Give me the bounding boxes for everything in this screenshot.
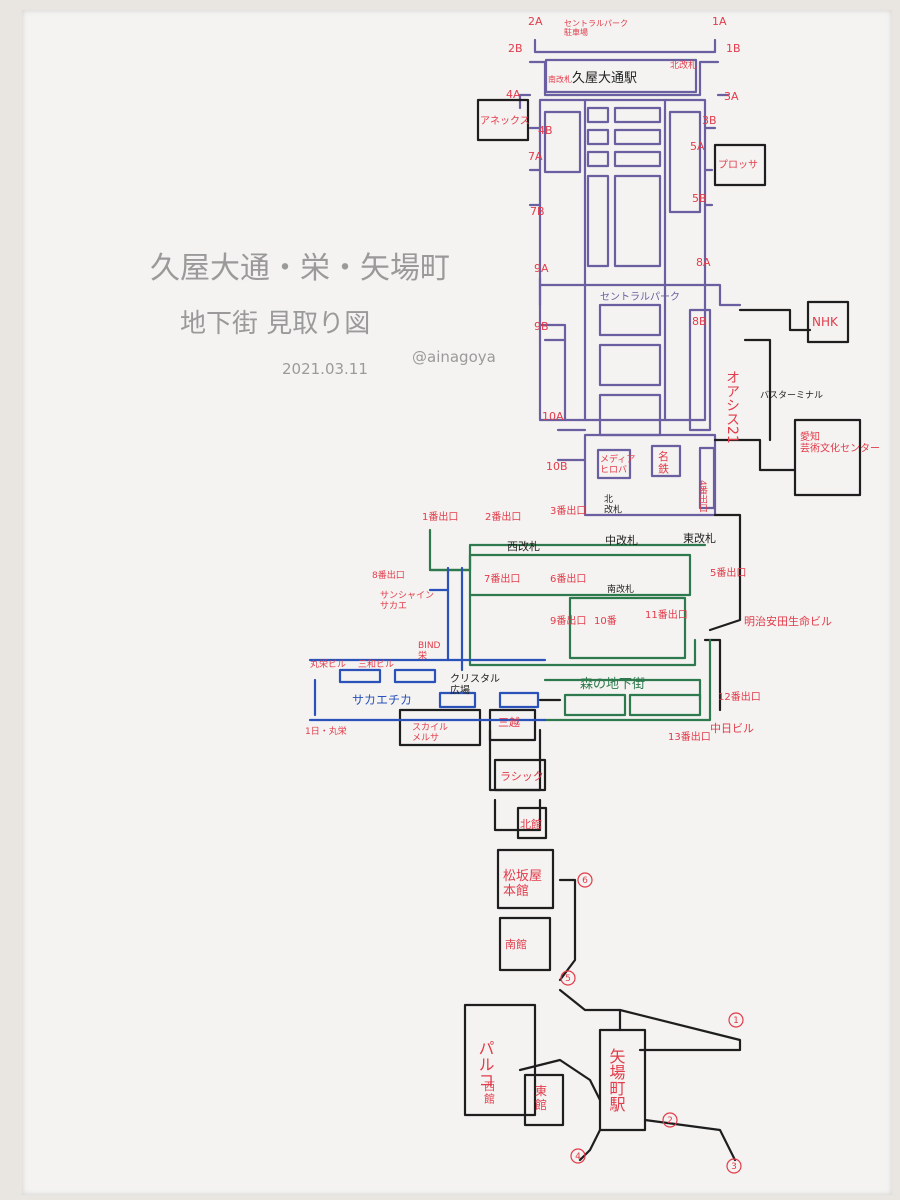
label-marukou: 丸栄ビル	[310, 658, 346, 670]
exit-7a: 8A	[696, 256, 711, 269]
label-hisaya-station: 久屋大通駅	[572, 71, 637, 86]
label-parco-west: 西館	[484, 1080, 495, 1106]
label-exit1: 1番出口	[422, 510, 458, 523]
label-central-park: セントラルパーク	[600, 291, 680, 303]
label-sakaechika: サカエチカ	[352, 693, 412, 707]
label-exit2: 2番出口	[485, 510, 521, 523]
label-annex: アネックス	[480, 115, 530, 127]
label-prossa: プロッサ	[718, 159, 758, 171]
exit-4a: 4A	[506, 88, 521, 101]
label-crystal: クリスタル広場	[450, 673, 500, 697]
label-meiji-yasuda: 明治安田生命ビル	[744, 614, 832, 628]
label-exit12: 12番出口	[718, 690, 761, 703]
map-title: 久屋大通・栄・矢場町	[150, 251, 450, 286]
label-parco: パルコ	[476, 1040, 495, 1088]
label-south-gate: 南改札	[607, 583, 634, 595]
label-mori: 森の地下街	[580, 677, 645, 692]
exit-2a: 2A	[528, 15, 543, 28]
exit-1a: 1A	[712, 15, 727, 28]
exit-num-5: 5	[565, 974, 571, 984]
label-north-gate: 北改札	[604, 494, 622, 515]
label-exit10: 10番	[594, 615, 617, 627]
label-meitetsu: 名鉄	[658, 449, 669, 476]
label-sunshine: サンシャインサカエ	[380, 590, 434, 611]
exit-num-3: 3	[731, 1162, 737, 1172]
label-bus-terminal: バスターミナル	[760, 390, 823, 401]
label-exit8: 8番出口	[372, 569, 405, 581]
exit-circle-2	[662, 1112, 678, 1128]
label-exit3: 3番出口	[550, 504, 586, 517]
place-labels: セントラルパーク駐車場 久屋大通駅 北改札 南改札 アネックス プロッサ セント…	[305, 19, 880, 1112]
exit-num-4: 4	[575, 1152, 581, 1162]
central-park-network	[518, 38, 742, 517]
label-exit-1e: 1日・丸栄	[305, 725, 347, 737]
sakaechika-network	[308, 566, 547, 722]
exit-1b: 1B	[726, 42, 741, 55]
exit-num-1: 1	[733, 1016, 739, 1026]
exit-6a: 7A	[528, 150, 543, 163]
label-exit13: 13番出口	[668, 730, 711, 743]
paper-sheet	[22, 10, 892, 1195]
label-minamikan: 南館	[505, 937, 527, 951]
exit-3b: 3B	[702, 114, 717, 127]
exit-5b: 5B	[692, 192, 707, 205]
label-meitetsu-hiroba: メディアヒロバ	[600, 453, 635, 475]
exit-3a: 3A	[724, 90, 739, 103]
label-exit11: 11番出口	[645, 608, 688, 621]
exit-2b: 2B	[508, 42, 523, 55]
label-lachic: ラシック	[500, 770, 544, 783]
exit-circle-6	[577, 872, 593, 888]
yabacho-exits	[560, 872, 744, 1174]
label-west-gate: 西改札	[507, 539, 540, 553]
exit-4b: 4B	[538, 124, 553, 137]
label-kita-kaisatsu-top: 北改札	[670, 59, 697, 71]
exit-7b: 8B	[692, 315, 707, 328]
exit-num-6: 6	[582, 876, 588, 886]
exit-10b: 10B	[546, 460, 568, 473]
label-aichi-arts: 愛知芸術文化センター	[800, 430, 880, 455]
meitetsu-network	[428, 528, 712, 722]
exit-10a: 10A	[542, 410, 564, 423]
exit-6b: 7B	[530, 205, 545, 218]
title-block: 久屋大通・栄・矢場町 地下街 見取り図 2021.03.11 @ainagoya	[150, 251, 496, 378]
label-nhk: NHK	[812, 315, 839, 329]
exit-circle-3	[726, 1158, 742, 1174]
exit-labels: 2A 1A 2B 1B 4A 3A 4B 3B 7A 5A 7B 5B 9A 8…	[506, 15, 741, 473]
exit-circle-4	[570, 1148, 586, 1164]
exit-num-2: 2	[667, 1116, 673, 1126]
label-minami-kaisatsu-top: 南改札	[548, 74, 572, 84]
label-yabacho: 矢場町駅	[607, 1048, 626, 1112]
label-matsuzakaya: 松坂屋本館	[503, 869, 542, 899]
exit-8a: 9A	[534, 262, 549, 275]
yabacho-exit-numbers: 6 5 1 2 3 4	[565, 876, 739, 1172]
label-exit5: 5番出口	[710, 566, 746, 579]
exit-5a: 5A	[690, 140, 705, 153]
label-exit6: 6番出口	[550, 572, 586, 585]
exit-8b: 9B	[534, 320, 549, 333]
label-kitakan: 北館	[520, 817, 542, 831]
label-oasis21: オアシス21	[724, 370, 740, 444]
label-exit9: 9番出口	[550, 614, 586, 627]
label-parco-east: 東館	[535, 1084, 547, 1112]
label-center-gate: 中改札	[605, 533, 638, 547]
label-skyle: スカイルメルサ	[412, 722, 448, 743]
map-subtitle: 地下街 見取り図	[180, 309, 370, 339]
label-chunichi: 中日ビル	[710, 722, 754, 735]
label-exit7: 7番出口	[484, 572, 520, 585]
label-central-park-parking: セントラルパーク駐車場	[564, 19, 628, 37]
map-author: @ainagoya	[412, 348, 496, 366]
label-east-gate: 東改札	[683, 531, 716, 545]
label-exit4: 4番出口	[697, 480, 708, 513]
map-date: 2021.03.11	[282, 360, 368, 378]
connector-network	[398, 98, 862, 1162]
label-mitsukoshi: 三越	[498, 715, 520, 729]
label-sanwa: 三和ビル	[358, 659, 394, 670]
exit-circle-5	[560, 970, 576, 986]
exit-circle-1	[728, 1012, 744, 1028]
